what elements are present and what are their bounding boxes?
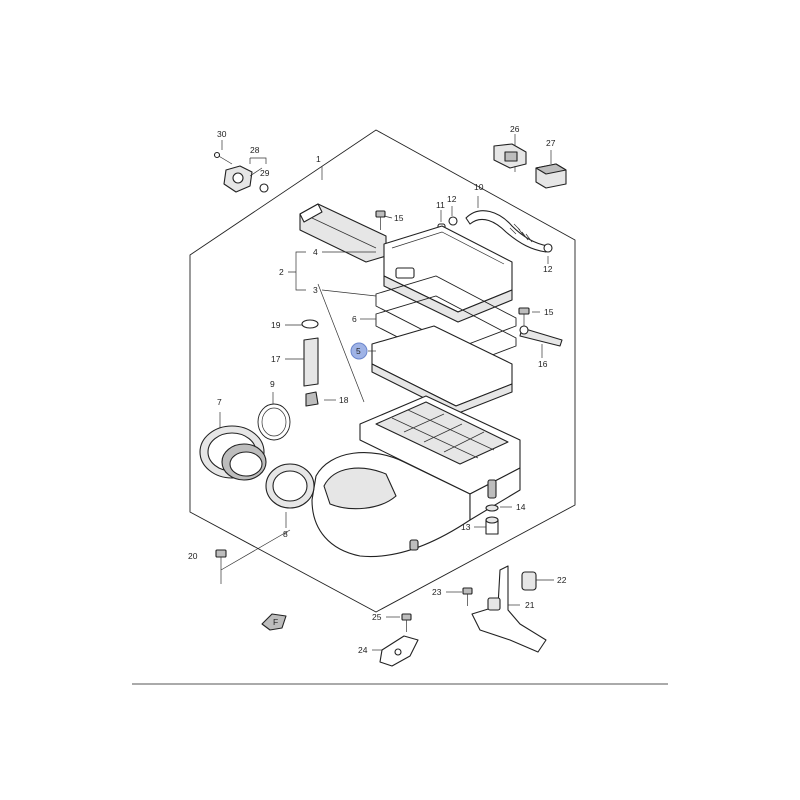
callout-12b: 12 (543, 264, 553, 274)
callout-27: 27 (546, 138, 556, 148)
callout-2: 2 (279, 267, 284, 277)
bracket-24 (379, 635, 419, 667)
callout-16: 16 (538, 359, 548, 369)
callout-7: 7 (217, 397, 222, 407)
cushion-22 (521, 571, 537, 591)
callout-10: 10 (474, 182, 484, 192)
bolt-15-top (375, 210, 386, 230)
callout-labels: 1 2 3 4 5 6 7 8 9 10 11 12 12 13 14 15 1… (188, 124, 567, 655)
connector-26 (493, 143, 527, 172)
callout-15b: 15 (544, 307, 554, 317)
callout-28: 28 (250, 145, 260, 155)
cleaner-cover (383, 225, 513, 323)
callout-26: 26 (510, 124, 520, 134)
callout-18: 18 (339, 395, 349, 405)
bolt-25 (401, 613, 412, 632)
joint-8 (265, 463, 315, 509)
callout-17: 17 (271, 354, 281, 364)
callout-21: 21 (525, 600, 535, 610)
callout-29: 29 (260, 168, 270, 178)
callout-24: 24 (358, 645, 368, 655)
callout-8: 8 (283, 529, 288, 539)
callout-19: 19 (271, 320, 281, 330)
callout-14: 14 (516, 502, 526, 512)
bracket-21 (471, 565, 547, 653)
relay-27 (535, 163, 567, 189)
front-arrow-icon: F (261, 613, 287, 631)
callout-20: 20 (188, 551, 198, 561)
gasket-rings (375, 275, 517, 369)
cushion-13 (485, 516, 499, 535)
callout-6: 6 (352, 314, 357, 324)
callout-15a: 15 (394, 213, 404, 223)
callout-22: 22 (557, 575, 567, 585)
sensor-cluster (213, 151, 269, 193)
bolt-20 (215, 549, 227, 570)
svg-text:F: F (273, 617, 278, 627)
callout-9: 9 (270, 379, 275, 389)
drain-parts (301, 319, 319, 407)
callout-4: 4 (313, 247, 318, 257)
callout-25: 25 (372, 612, 382, 622)
bolt-23 (462, 587, 473, 606)
callout-23: 23 (432, 587, 442, 597)
assembly-frame (189, 129, 576, 613)
air-box-case (311, 395, 521, 558)
callout-11: 11 (436, 200, 445, 210)
clamp-9 (257, 403, 291, 441)
callout-30: 30 (217, 129, 227, 139)
callout-5: 5 (356, 346, 361, 356)
callout-13: 13 (461, 522, 471, 532)
callout-5-highlight (350, 342, 368, 360)
filter-element (371, 325, 513, 415)
bracket-16 (518, 307, 563, 347)
callout-1: 1 (316, 154, 321, 164)
leader-lines (219, 134, 554, 651)
intake-funnel-7 (199, 425, 267, 481)
callout-3: 3 (313, 285, 318, 295)
grommet-14 (485, 504, 499, 512)
callout-12a: 12 (447, 194, 457, 204)
